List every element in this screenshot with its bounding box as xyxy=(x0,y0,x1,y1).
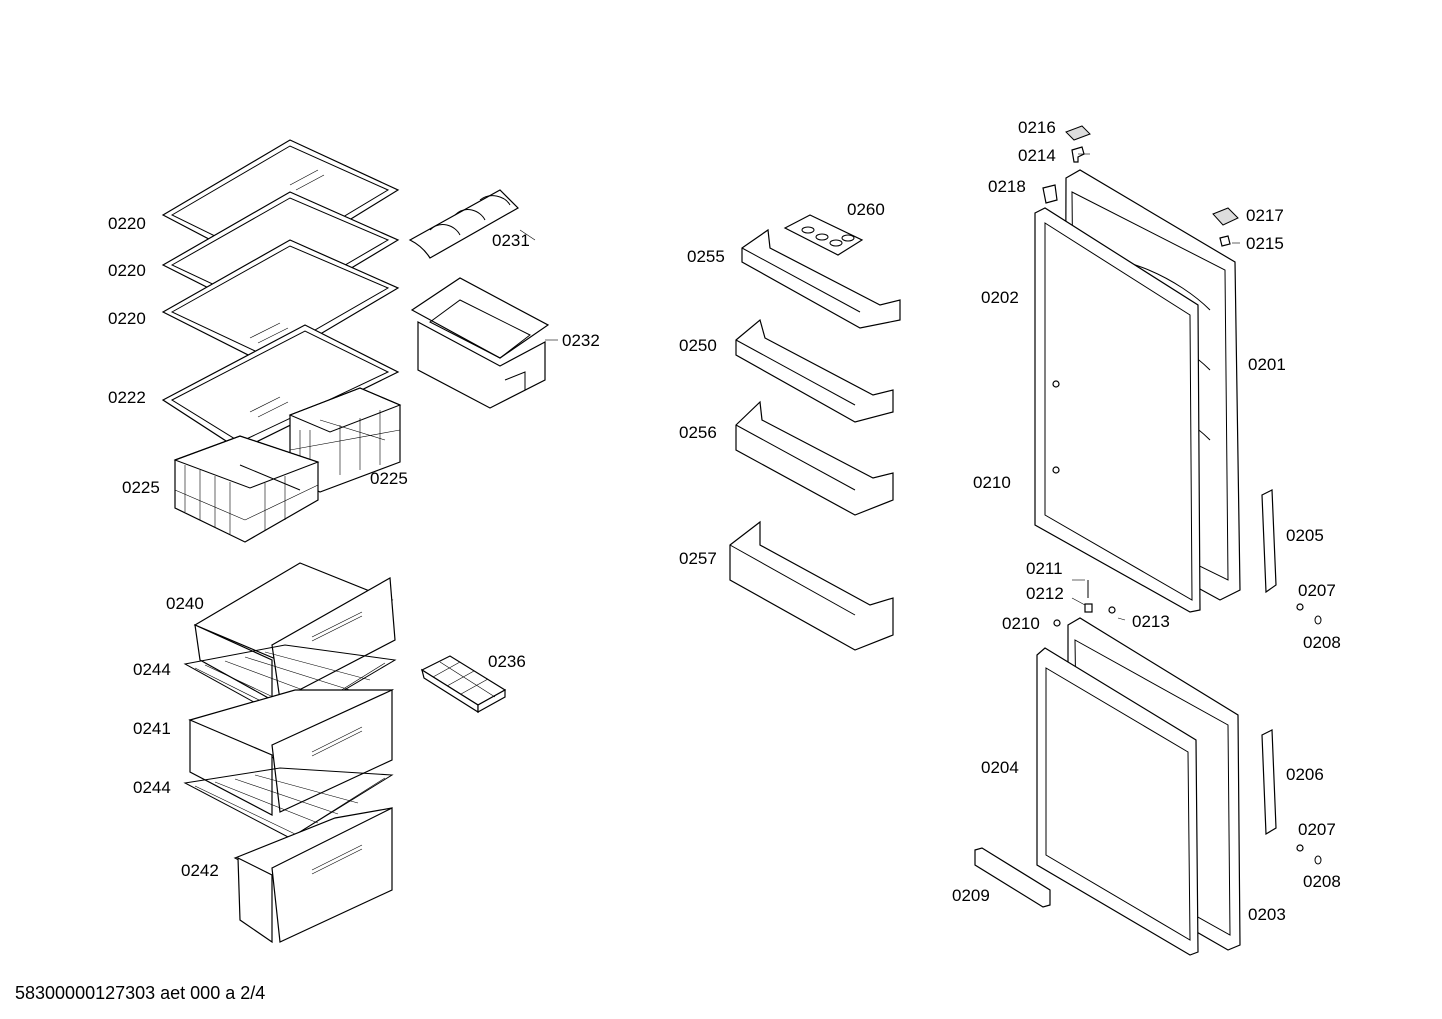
label-0211: 0211 xyxy=(1026,559,1063,578)
label-0222: 0222 xyxy=(108,388,146,407)
door-shelf-0250 xyxy=(735,318,894,423)
label-0241: 0241 xyxy=(133,719,171,738)
label-0208-bottom: 0208 xyxy=(1303,872,1341,891)
label-0210-top: 0210 xyxy=(973,473,1011,492)
label-0204: 0204 xyxy=(981,758,1019,777)
glass-shelf-0220-lower xyxy=(161,239,400,366)
screws-0207-0208-bottom xyxy=(1296,844,1322,865)
label-0236: 0236 xyxy=(488,652,526,671)
label-0257: 0257 xyxy=(679,549,717,568)
label-0218: 0218 xyxy=(988,177,1026,196)
label-0208-top: 0208 xyxy=(1303,633,1341,652)
label-0260: 0260 xyxy=(847,200,885,219)
label-0216: 0216 xyxy=(1018,118,1056,137)
label-0231: 0231 xyxy=(492,231,530,250)
label-0210-bottom: 0210 xyxy=(1002,614,1040,633)
label-0220-middle: 0220 xyxy=(108,261,146,280)
hinge-0215 xyxy=(1219,235,1231,247)
label-0214: 0214 xyxy=(1018,146,1056,165)
basket-0225-left xyxy=(173,435,320,543)
label-0232: 0232 xyxy=(562,331,600,350)
drawer-0242 xyxy=(233,807,393,944)
label-0225-left: 0225 xyxy=(122,478,160,497)
label-0207-bottom: 0207 xyxy=(1298,820,1336,839)
label-0205: 0205 xyxy=(1286,526,1324,545)
tray-0232 xyxy=(410,277,550,409)
label-0209: 0209 xyxy=(952,886,990,905)
handle-0205 xyxy=(1261,489,1277,594)
label-0201: 0201 xyxy=(1248,355,1286,374)
holder-0231 xyxy=(408,189,519,259)
label-0203: 0203 xyxy=(1248,905,1286,924)
label-0244-top: 0244 xyxy=(133,660,171,679)
label-0255: 0255 xyxy=(687,247,725,266)
label-0225-right: 0225 xyxy=(370,469,408,488)
glass-shelf-0222 xyxy=(161,324,400,451)
screw-0213 xyxy=(1108,606,1116,614)
rack-0244-bottom xyxy=(183,767,394,839)
label-0206: 0206 xyxy=(1286,765,1324,784)
hinge-cap-0216 xyxy=(1065,125,1091,141)
hinge-cap-0217 xyxy=(1212,207,1239,226)
label-0207-top: 0207 xyxy=(1298,581,1336,600)
door-shelf-0256 xyxy=(735,400,894,516)
gasket-0202 xyxy=(1034,207,1201,613)
label-0217: 0217 xyxy=(1246,206,1284,225)
door-shelf-0255 xyxy=(741,228,901,329)
label-0215: 0215 xyxy=(1246,234,1284,253)
bushing-0212 xyxy=(1084,603,1093,613)
label-0202: 0202 xyxy=(981,288,1019,307)
ice-tray-0236 xyxy=(420,655,507,714)
label-0242: 0242 xyxy=(181,861,219,880)
screws-0207-0208-top xyxy=(1296,603,1322,625)
label-0220-top: 0220 xyxy=(108,214,146,233)
handle-0206 xyxy=(1261,729,1277,836)
label-0240: 0240 xyxy=(166,594,204,613)
leader-lines xyxy=(519,153,1240,621)
hinge-0214 xyxy=(1071,146,1085,163)
panel-0209 xyxy=(974,847,1051,908)
gasket-0204 xyxy=(1036,647,1199,956)
label-0213: 0213 xyxy=(1132,612,1170,631)
door-shelf-0257 xyxy=(729,520,894,651)
drawer-0241 xyxy=(188,689,395,816)
label-0250: 0250 xyxy=(679,336,717,355)
egg-tray-0260 xyxy=(783,214,864,256)
drawer-0240 xyxy=(193,562,396,702)
label-0220-lower: 0220 xyxy=(108,309,146,328)
label-0212: 0212 xyxy=(1026,584,1064,603)
label-0256: 0256 xyxy=(679,423,717,442)
label-0244-bottom: 0244 xyxy=(133,778,171,797)
cover-0218 xyxy=(1042,184,1058,204)
document-reference-footer: 58300000127303 aet 000 a 2/4 xyxy=(15,983,266,1003)
